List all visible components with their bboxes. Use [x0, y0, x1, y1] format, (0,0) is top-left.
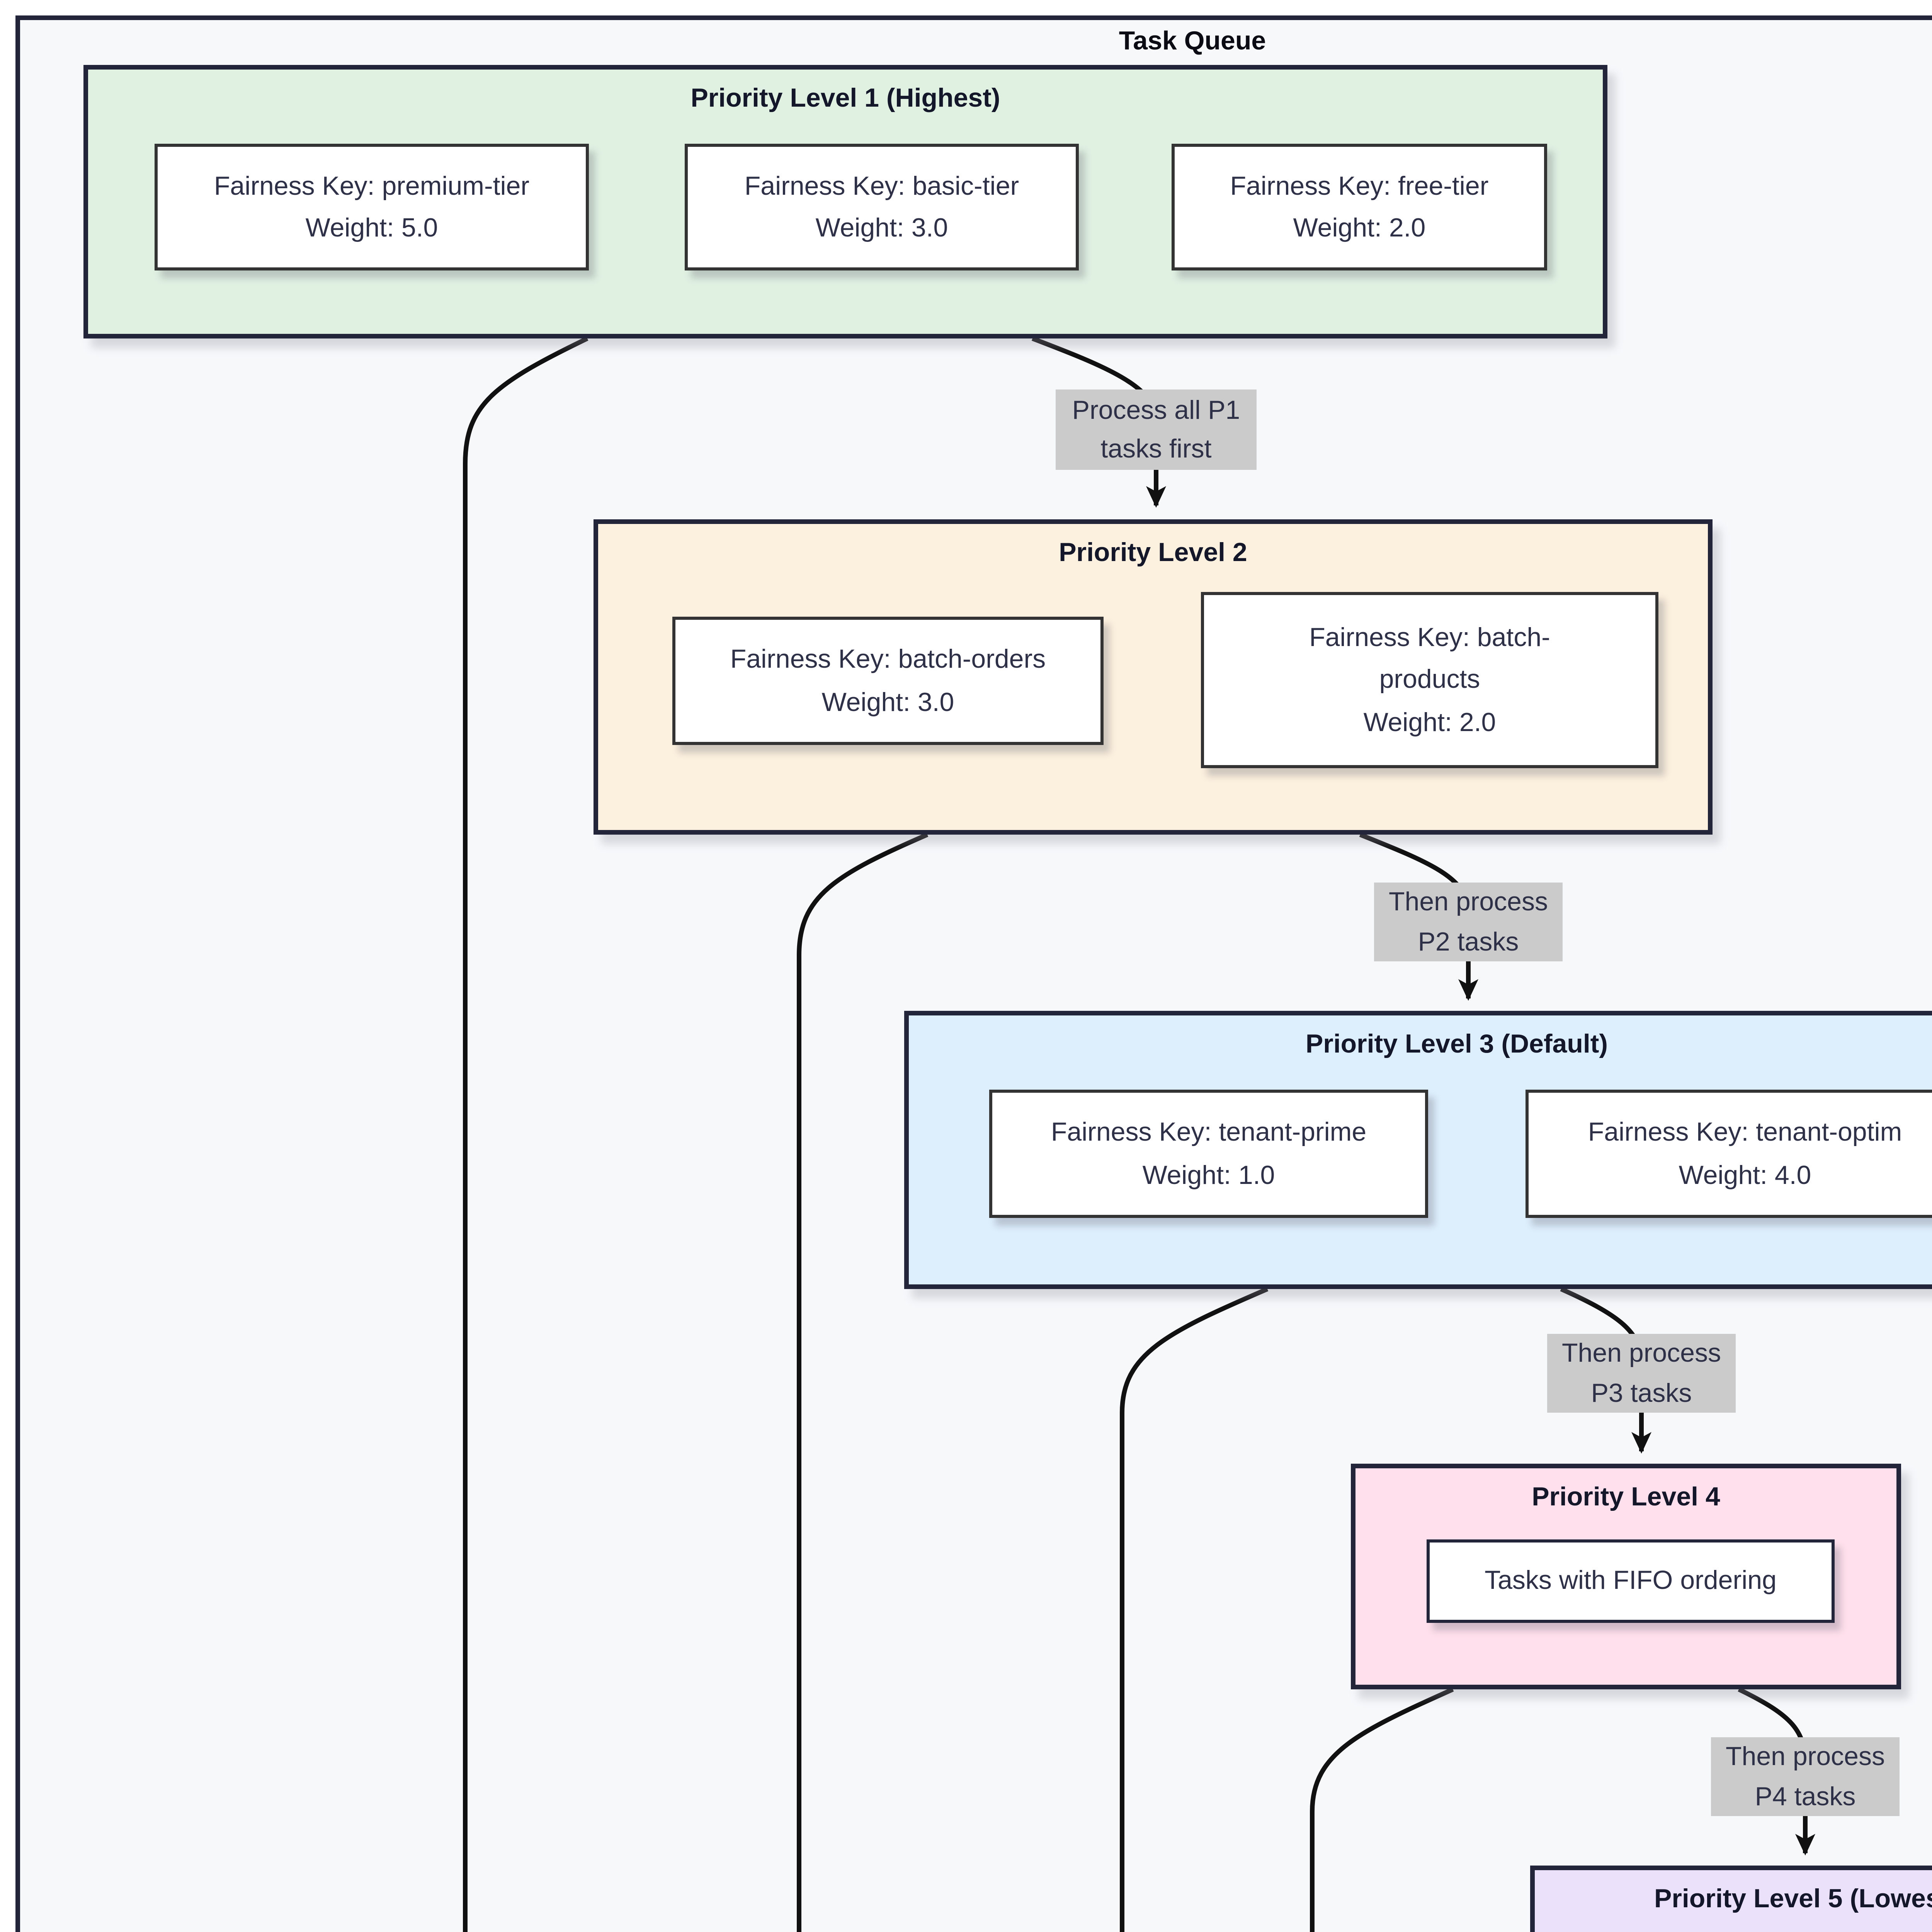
cluster-title: Priority Level 4: [1532, 1482, 1720, 1512]
text-line: Process all P1: [1072, 395, 1240, 424]
text-line: Fairness Key: free-tier: [1230, 171, 1489, 201]
text-line: Weight: 2.0: [1363, 707, 1496, 737]
edge-label-process-p2: Then process P2 tasks: [1374, 883, 1563, 961]
edge-label-process-p1: Process all P1 tasks first: [1056, 389, 1257, 470]
cluster-title: Priority Level 3 (Default): [1305, 1029, 1608, 1059]
text-line: P2 tasks: [1418, 927, 1519, 956]
text-line: Weight: 4.0: [1679, 1160, 1811, 1189]
text-line: Fairness Key: batch-orders: [730, 645, 1046, 675]
text-line: Then process: [1726, 1742, 1885, 1771]
cluster-title: Priority Level 5 (Lowest): [1654, 1884, 1932, 1913]
cluster-title: Priority Level 2: [1059, 538, 1247, 567]
text-line: Then process: [1389, 887, 1548, 917]
text-line: Fairness Key: premium-tier: [214, 171, 530, 201]
task-queue-title: Task Queue: [1119, 26, 1266, 56]
text-line: Fairness Key: basic-tier: [744, 171, 1019, 201]
cluster-priority-level-5: Priority Level 5 (Lowest) Tasks with FIF…: [1530, 1866, 1932, 1932]
text-line: tasks first: [1100, 434, 1212, 464]
text-line: Weight: 1.0: [1142, 1160, 1275, 1189]
text-line: Fairness Key: tenant-optim: [1588, 1118, 1902, 1148]
text-line: Then process: [1562, 1338, 1721, 1368]
text-line: Weight: 5.0: [305, 213, 438, 243]
text-line: Tasks with FIFO ordering: [1485, 1566, 1777, 1596]
cluster-title: Priority Level 1 (Highest): [690, 83, 1000, 113]
text-line: P3 tasks: [1591, 1378, 1692, 1407]
text-line: Weight: 2.0: [1293, 213, 1426, 243]
text-line: Weight: 3.0: [815, 213, 948, 243]
cluster-priority-level-2: Priority Level 2 Fairness Key: batch-ord…: [594, 519, 1713, 835]
text-line: Fairness Key: batch-: [1309, 623, 1550, 653]
edge-label-process-p4: Then process P4 tasks: [1711, 1737, 1900, 1816]
cluster-priority-level-3: Priority Level 3 (Default) Fairness Key:…: [904, 1011, 1932, 1289]
text-line: P4 tasks: [1755, 1781, 1856, 1811]
text-line: products: [1379, 665, 1480, 695]
text-line: Weight: 3.0: [821, 687, 954, 716]
cluster-priority-level-4: Priority Level 4 Tasks with FIFO orderin…: [1351, 1464, 1901, 1689]
task-box-fifo-p4: Tasks with FIFO ordering: [1427, 1539, 1835, 1623]
text-line: Fairness Key: tenant-prime: [1051, 1118, 1367, 1148]
cluster-priority-level-1: Priority Level 1 (Highest) Fairness Key:…: [83, 65, 1607, 338]
edge-label-process-p3: Then process P3 tasks: [1547, 1334, 1736, 1413]
